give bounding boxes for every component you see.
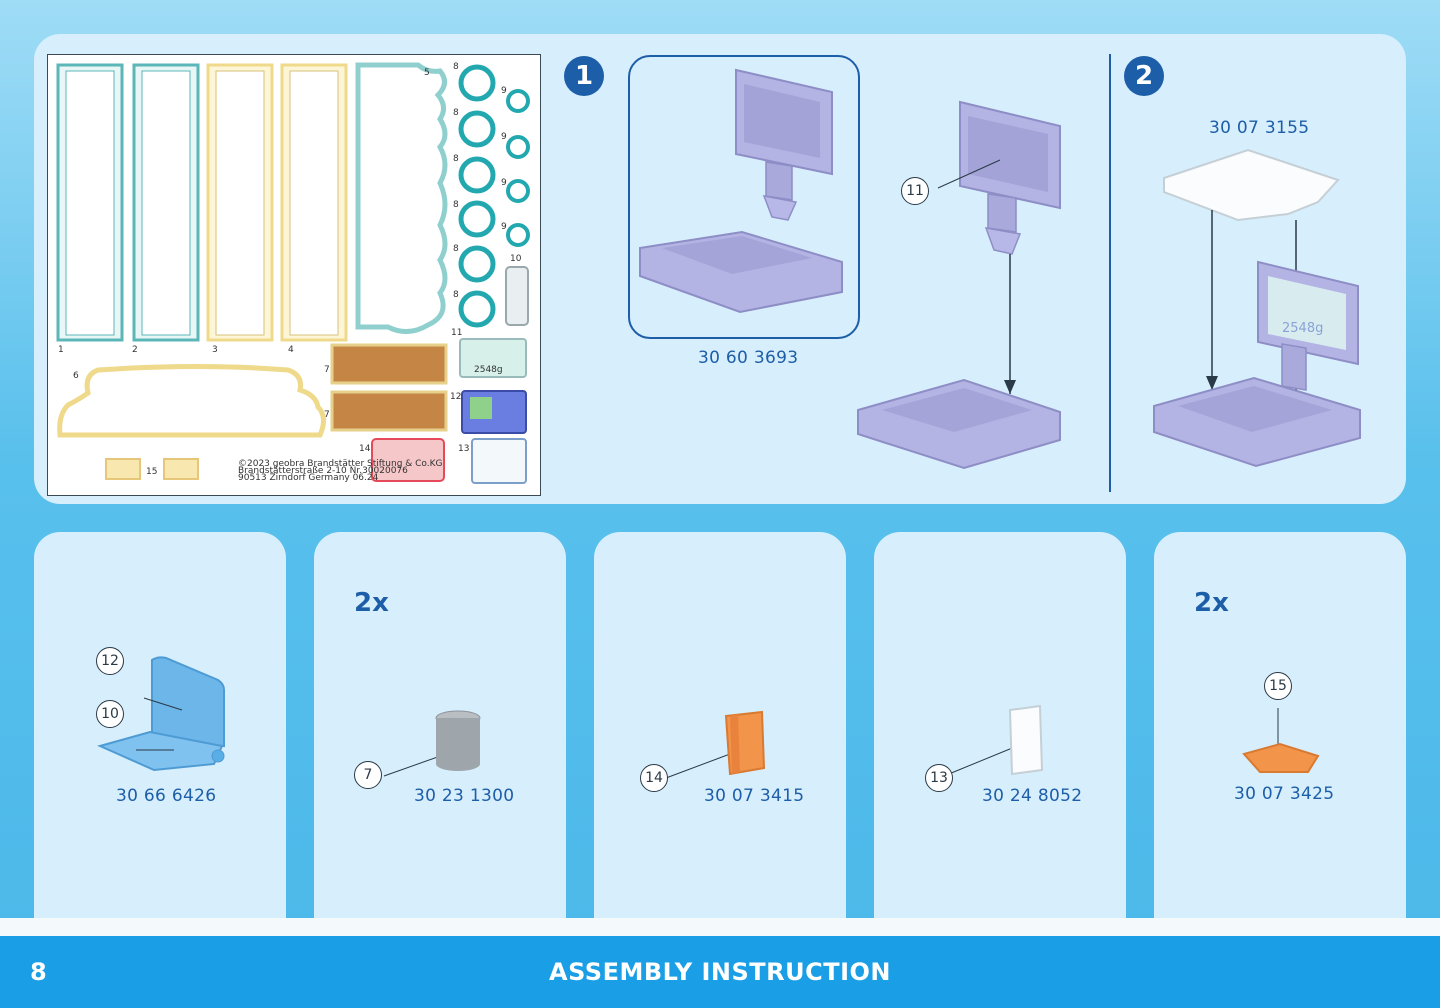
sheet-sticker-11-text: 2548g — [474, 365, 503, 375]
sheet-label: 15 — [146, 467, 157, 477]
part-card-1: 12 10 30 66 6426 — [34, 532, 286, 932]
sheet-label: 9 — [501, 178, 507, 188]
step-1-detail-drawing — [639, 68, 843, 314]
part-card-5: 2x 15 30 07 3425 — [1154, 532, 1406, 932]
sheet-label: 7 — [324, 410, 330, 420]
copyright-line: Brandstätterstraße 2-10 Nr.30020076 — [238, 466, 408, 476]
part-card-2-part-no: 30 23 1300 — [414, 786, 515, 806]
step-divider — [1109, 54, 1111, 492]
sheet-label: 6 — [73, 371, 79, 381]
sheet-label: 7 — [324, 365, 330, 375]
sheet-label: 13 — [458, 444, 469, 454]
sheet-label: 5 — [424, 68, 430, 78]
sheet-label: 8 — [453, 108, 459, 118]
callout-15: 15 — [1264, 672, 1292, 700]
part-card-3-part-no: 30 07 3415 — [704, 786, 805, 806]
part-card-3: 14 30 07 3415 — [594, 532, 846, 932]
sheet-label: 8 — [453, 244, 459, 254]
sheet-label: 9 — [501, 222, 507, 232]
page-title: ASSEMBLY INSTRUCTION — [549, 958, 891, 986]
copyright-line: 90513 Zirndorf Germany 06.24 — [238, 473, 379, 483]
sheet-label: 2 — [132, 345, 138, 355]
sticker-sheet: 2548g 1 2 3 4 5 6 7 7 8 8 8 8 8 8 9 9 9 … — [47, 54, 541, 496]
step-1-badge: 1 — [564, 56, 604, 96]
callout-11: 11 — [901, 177, 929, 205]
callout-10: 10 — [96, 700, 124, 728]
step-1-detail-part-no: 30 60 3693 — [698, 348, 799, 368]
footer-bar: 8 ASSEMBLY INSTRUCTION — [0, 936, 1440, 1008]
callout-14: 14 — [640, 764, 668, 792]
sheet-label: 8 — [453, 62, 459, 72]
sheet-label: 3 — [212, 345, 218, 355]
sheet-label: 8 — [453, 290, 459, 300]
part-card-4-part-no: 30 24 8052 — [982, 786, 1083, 806]
sheet-label: 10 — [510, 254, 522, 264]
quantity-label: 2x — [354, 588, 389, 618]
callout-13: 13 — [925, 764, 953, 792]
sticker-sheet-drawing: 2548g 1 2 3 4 5 6 7 7 8 8 8 8 8 8 9 9 9 … — [56, 62, 530, 484]
sheet-label: 9 — [501, 132, 507, 142]
copyright-line: ©2023 geobra Brandstätter Stiftung & Co.… — [238, 459, 443, 469]
page-number: 8 — [30, 958, 47, 986]
part-card-2: 2x 7 30 23 1300 — [314, 532, 566, 932]
sheet-label: 1 — [58, 345, 64, 355]
step-2-screen-text: 2548g — [1282, 321, 1323, 336]
callout-7: 7 — [354, 761, 382, 789]
sheet-label: 8 — [453, 200, 459, 210]
sheet-label: 14 — [359, 444, 371, 454]
part-card-5-part-no: 30 07 3425 — [1234, 784, 1335, 804]
footer-separator — [0, 918, 1440, 936]
part-tablet-drawing — [97, 656, 225, 772]
part-can-drawing — [383, 710, 481, 777]
part-book-drawing — [665, 710, 766, 779]
sheet-label: 4 — [288, 345, 294, 355]
step-1-detail-box — [628, 55, 860, 339]
part-card-drawing — [943, 704, 1044, 777]
step-2-assembly-drawing: 2548g — [1153, 148, 1361, 468]
step-2-badge: 2 — [1124, 56, 1164, 96]
sheet-label: 12 — [450, 392, 461, 402]
callout-12: 12 — [96, 647, 124, 675]
step-1-assembly-drawing — [857, 100, 1061, 470]
quantity-label: 2x — [1194, 588, 1229, 618]
sheet-label: 8 — [453, 154, 459, 164]
step-2-part-no: 30 07 3155 — [1209, 118, 1310, 138]
part-card-1-part-no: 30 66 6426 — [116, 786, 217, 806]
sheet-label: 11 — [451, 328, 462, 338]
part-tray-drawing — [1242, 708, 1320, 773]
sheet-label: 9 — [501, 86, 507, 96]
part-card-4: 13 30 24 8052 — [874, 532, 1126, 932]
